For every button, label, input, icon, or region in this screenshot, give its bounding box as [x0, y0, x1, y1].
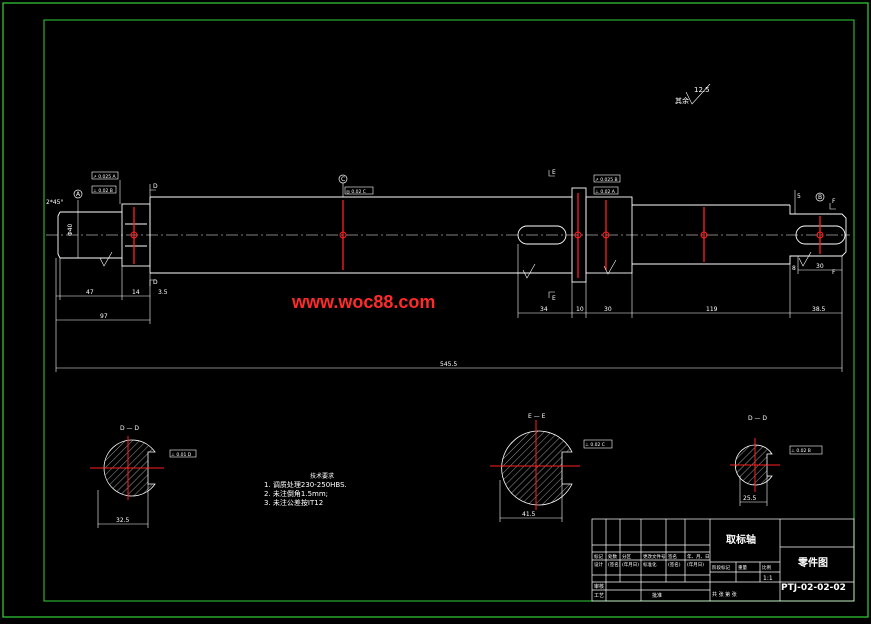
cut-f-top: F [832, 198, 836, 205]
stage-1: 重量 [738, 564, 747, 571]
row2-4: (签名) [668, 561, 681, 568]
dim-3-5: 3.5 [158, 289, 168, 296]
dim-97: 97 [100, 313, 108, 320]
cut-e-top: E [552, 169, 556, 176]
row3-0: 审核 [594, 583, 604, 590]
row3-2: 批准 [652, 592, 662, 599]
dim-diameter: Φ40 [67, 223, 74, 236]
row3-1: 工艺 [594, 593, 604, 599]
dim-47: 47 [86, 289, 94, 296]
row2-5: (年月日) [687, 561, 704, 568]
scale: 1:1 [763, 575, 773, 582]
section-d-dim: 32.5 [116, 517, 130, 524]
section-circles [130, 231, 824, 239]
hdr-5: 年、月、日 [687, 553, 710, 560]
section-d-left [90, 436, 197, 528]
section-e-tol: ⊥ 0.02 C [585, 442, 605, 448]
drawing-type: 零件图 [797, 556, 828, 569]
finish-symbols [99, 83, 812, 279]
stage-2: 比例 [762, 564, 771, 571]
tol-5: ⊥ 0.02 A [595, 189, 616, 195]
dim-14: 14 [132, 289, 140, 296]
sheet-count: 共 张 第 张 [712, 591, 737, 598]
stage-0: 阶段标记 [712, 564, 730, 571]
section-d-right [730, 438, 823, 506]
dim-38-5: 38.5 [812, 306, 826, 313]
section-d2-tol: ⊥ 0.02 B [791, 448, 811, 454]
datum-b: B [818, 194, 822, 201]
dimension-lines [55, 180, 843, 372]
datum-c: C [341, 176, 345, 183]
note-2: 2. 未注倒角1.5mm; [264, 489, 328, 498]
section-e-title: E — E [528, 413, 546, 420]
section-e-dim: 41.5 [522, 511, 536, 518]
dim-119: 119 [706, 306, 718, 313]
hdr-0: 标记 [594, 553, 603, 560]
hdr-3: 更改文件号 [643, 553, 666, 560]
watermark: www.woc88.com [291, 292, 435, 312]
tolerance-frames [91, 171, 621, 195]
shaft-outline [57, 187, 847, 283]
cut-f-bottom: F [832, 269, 836, 276]
dim-8: 8 [792, 265, 796, 272]
datum-bubbles [73, 174, 825, 202]
finish-prefix: 其余 [675, 96, 689, 105]
dim-10: 10 [576, 306, 584, 313]
finish-value: 12.5 [694, 86, 710, 94]
section-d2-title: D — D [748, 415, 767, 422]
section-d-title: D — D [120, 425, 139, 432]
notes-title: 技术要求 [310, 472, 334, 480]
section-d2-dim: 25.5 [743, 495, 757, 502]
tol-3: ◎ 0.02 C [346, 189, 366, 195]
part-name: 取标轴 [726, 533, 756, 546]
dim-30: 30 [604, 306, 612, 313]
inner-border [43, 19, 855, 602]
dim-34: 34 [540, 306, 548, 313]
drawing-no: PTJ-02-02-02 [781, 583, 846, 593]
dim-30b: 30 [816, 263, 824, 270]
hdr-4: 签名 [668, 553, 677, 560]
row2-3: 标准化 [643, 561, 657, 568]
tol-4: ↗ 0.025 B [595, 177, 618, 183]
row2-0: 设计 [594, 561, 603, 568]
cut-marks [149, 170, 836, 298]
section-e [490, 420, 613, 522]
dim-545: 545.5 [440, 361, 457, 368]
cut-d-top: D [153, 183, 158, 190]
dim-chamfer: 2*45° [46, 199, 63, 206]
section-markers [133, 193, 821, 278]
hdr-1: 处数 [608, 553, 617, 560]
section-d-tol: ⊥ 0.01 D [171, 452, 192, 458]
dim-5: 5 [797, 193, 801, 200]
hdr-2: 分区 [622, 553, 631, 560]
tol-2: ⊥ 0.02 B [93, 188, 113, 194]
datum-a: A [76, 191, 81, 198]
note-1: 1. 调质处理230-250HBS. [264, 480, 347, 489]
tol-1: ↗ 0.025 A [93, 174, 117, 180]
row2-2: (年月日) [622, 561, 639, 568]
title-block-frame [591, 518, 855, 602]
note-3: 3. 未注公差按IT12 [264, 498, 323, 507]
cut-d-bottom: D [153, 279, 158, 286]
row2-1: (签名) [608, 561, 621, 568]
cut-e-bottom: E [552, 295, 556, 302]
